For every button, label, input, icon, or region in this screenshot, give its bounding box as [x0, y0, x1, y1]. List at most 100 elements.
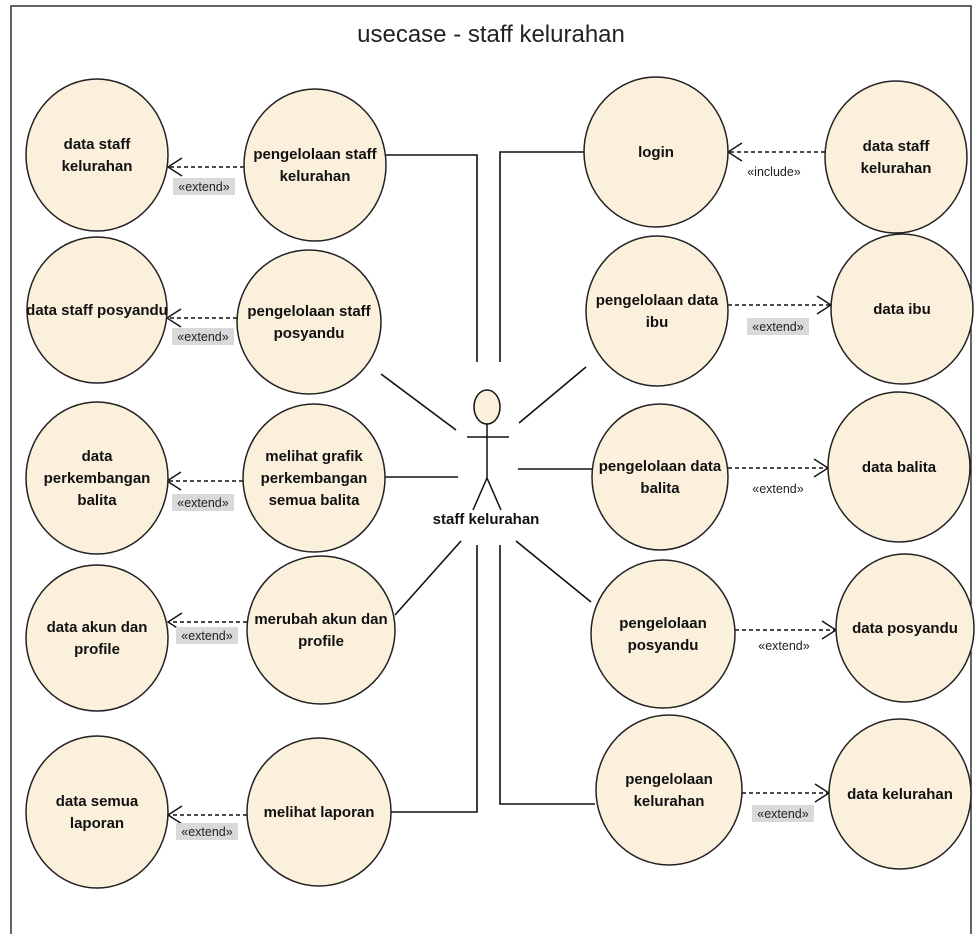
- assoc-login: [499, 151, 584, 362]
- usecase-label: data staff: [863, 138, 931, 155]
- assoc-pengelolaan-staff-posyandu: [380, 373, 457, 431]
- usecase-label: data: [82, 448, 114, 465]
- stereotype-bg: [752, 805, 814, 822]
- actor-staff-kelurahan: [467, 389, 509, 511]
- usecase-ellipse: [830, 233, 974, 385]
- assoc-melihat-laporan: [391, 545, 478, 813]
- usecase-label: pengelolaan: [619, 615, 707, 632]
- extend-label: «extend»: [758, 639, 809, 653]
- usecase-label: semua balita: [269, 492, 361, 509]
- association-lines: [380, 151, 595, 813]
- usecase-ellipse: [25, 401, 169, 555]
- usecase-data-akun-profile: data akun dan profile: [25, 564, 169, 712]
- usecase-label: data semua: [56, 793, 139, 810]
- usecase-ellipse: [236, 249, 382, 395]
- usecase-label: merubah akun dan: [254, 611, 387, 628]
- usecase-ellipse: [591, 403, 729, 551]
- usecase-pengelolaan-kelurahan: pengelolaan kelurahan: [595, 714, 743, 866]
- assoc-pengelolaan-posyandu: [515, 540, 592, 603]
- assoc-pengelolaan-staff-kelurahan: [386, 154, 478, 362]
- usecase-ellipse: [824, 80, 968, 234]
- usecase-label: balita: [640, 480, 680, 497]
- usecase-label: balita: [77, 492, 117, 509]
- actor-leg-left: [472, 477, 488, 511]
- usecase-label: data ibu: [873, 301, 931, 318]
- usecase-label: data staff posyandu: [26, 302, 168, 319]
- actor-label: staff kelurahan: [433, 511, 540, 528]
- usecase-label: data balita: [862, 459, 937, 476]
- usecase-merubah-akun: merubah akun dan profile: [246, 555, 396, 705]
- usecase-label: pengelolaan staff: [253, 146, 377, 163]
- use-cases: pengelolaan staff kelurahan pengelolaan st…: [25, 76, 975, 889]
- usecase-label: kelurahan: [861, 160, 932, 177]
- include-label: «include»: [747, 165, 801, 179]
- actor-head: [473, 389, 501, 425]
- usecase-ellipse: [25, 735, 169, 889]
- usecase-data-balita: data balita: [827, 391, 971, 543]
- usecase-ellipse: [26, 236, 168, 384]
- usecase-login: login: [583, 76, 729, 228]
- usecase-data-kelurahan: data kelurahan: [828, 718, 972, 870]
- usecase-ellipse: [25, 564, 169, 712]
- usecase-data-semua-laporan: data semua laporan: [25, 735, 169, 889]
- usecase-ellipse: [246, 555, 396, 705]
- stereotype-labels: «extend» «extend» «extend» «extend» «ext…: [172, 165, 814, 840]
- usecase-data-posyandu: data posyandu: [835, 553, 975, 703]
- usecase-label: posyandu: [274, 325, 345, 342]
- usecase-label: data posyandu: [852, 620, 958, 637]
- usecase-melihat-grafik: melihat grafik perkembangan semua balita: [242, 403, 386, 553]
- extend-label: «extend»: [177, 496, 228, 510]
- usecase-ellipse: [246, 737, 392, 887]
- usecase-ellipse: [835, 553, 975, 703]
- extend-label: «extend»: [752, 320, 803, 334]
- extend-label: «extend»: [752, 482, 803, 496]
- actor-leg-right: [486, 477, 502, 511]
- extend-label: «extend»: [181, 825, 232, 839]
- assoc-pengelolaan-kelurahan: [499, 545, 595, 805]
- usecase-label: login: [638, 144, 674, 161]
- usecase-ellipse: [828, 718, 972, 870]
- assoc-pengelolaan-data-ibu: [518, 366, 587, 424]
- stereotype-bg: [176, 823, 238, 840]
- usecase-label: kelurahan: [634, 793, 705, 810]
- usecase-label: laporan: [70, 815, 124, 832]
- assoc-merubah-akun: [394, 540, 462, 616]
- stereotype-bg: [747, 318, 809, 335]
- stereotype-bg: [172, 494, 234, 511]
- usecase-label: melihat laporan: [264, 804, 375, 821]
- stereotype-bg: [173, 178, 235, 195]
- usecase-ellipse: [243, 88, 387, 242]
- usecase-ellipse: [242, 403, 386, 553]
- arrowhead-1: [166, 157, 183, 177]
- usecase-data-ibu: data ibu: [830, 233, 974, 385]
- usecase-label: profile: [74, 641, 120, 658]
- usecase-label: ibu: [646, 314, 669, 331]
- usecase-data-staff-posyandu: data staff posyandu: [26, 236, 168, 384]
- usecase-ellipse: [585, 235, 729, 387]
- usecase-label: data akun dan: [47, 619, 148, 636]
- usecase-ellipse: [25, 78, 169, 232]
- usecase-label: melihat grafik: [265, 448, 363, 465]
- usecase-label: perkembangan: [261, 470, 368, 487]
- diagram-title: usecase - staff kelurahan: [357, 21, 625, 48]
- usecase-ellipse: [583, 76, 729, 228]
- diagram-frame: [10, 5, 972, 934]
- dependency-lines: [167, 151, 836, 816]
- extend-label: «extend»: [178, 180, 229, 194]
- usecase-melihat-laporan: melihat laporan: [246, 737, 392, 887]
- usecase-label: pengelolaan: [625, 771, 713, 788]
- usecase-ellipse: [827, 391, 971, 543]
- extend-label: «extend»: [181, 629, 232, 643]
- usecase-label: data staff: [64, 136, 132, 153]
- extend-label: «extend»: [177, 330, 228, 344]
- usecase-label: profile: [298, 633, 344, 650]
- usecase-label: data kelurahan: [847, 786, 953, 803]
- usecase-ellipse: [595, 714, 743, 866]
